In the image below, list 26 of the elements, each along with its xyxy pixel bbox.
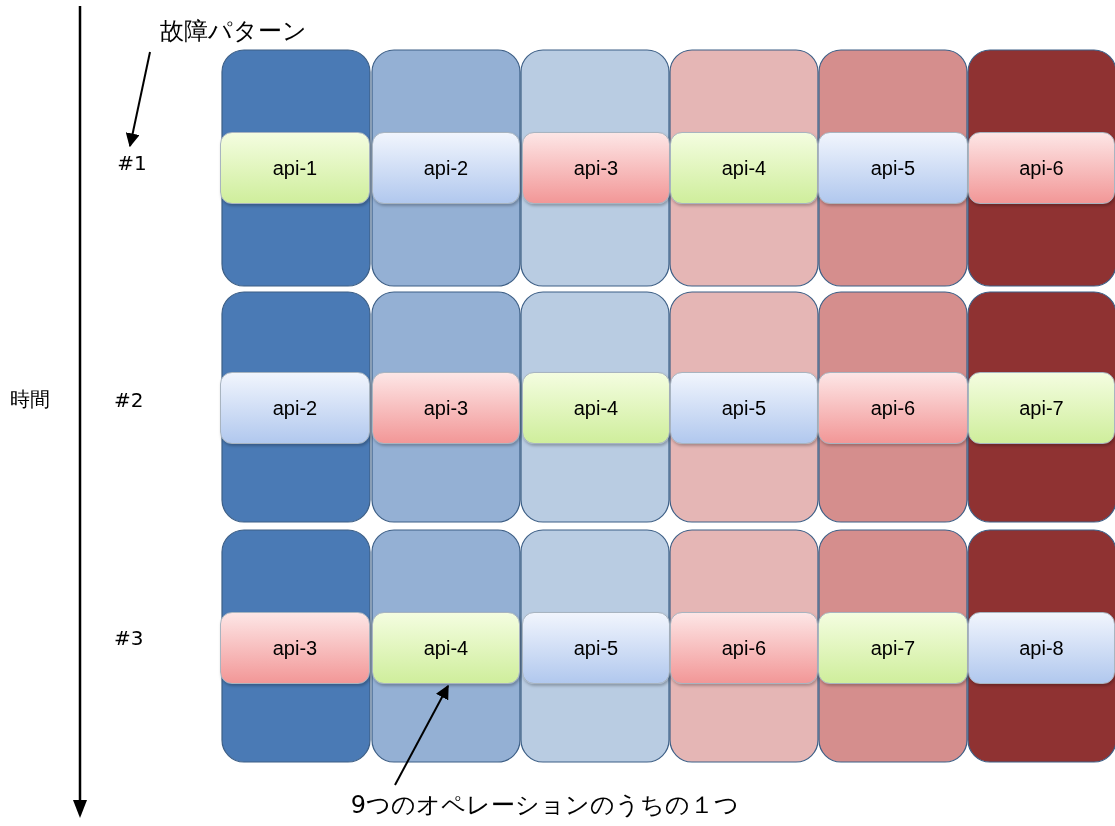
operation-box: api-2 — [372, 132, 520, 204]
operation-box: api-3 — [372, 372, 520, 444]
operation-box: api-2 — [220, 372, 370, 444]
operation-box: api-4 — [372, 612, 520, 684]
operation-box: api-3 — [220, 612, 370, 684]
annotation-text: 故障パターン — [159, 16, 307, 47]
operation-box: api-8 — [968, 612, 1115, 684]
operation-box: api-5 — [670, 372, 818, 444]
annotation-text: 9つのオペレーションのうちの１つ — [350, 790, 740, 821]
axis-label: 時間 — [10, 386, 50, 413]
operation-box: api-6 — [818, 372, 968, 444]
arrow — [394, 684, 449, 786]
operation-box: api-7 — [818, 612, 968, 684]
row-label: #2 — [114, 388, 144, 412]
operation-box: api-1 — [220, 132, 370, 204]
operation-box: api-3 — [522, 132, 670, 204]
operation-box: api-7 — [968, 372, 1115, 444]
operation-box: api-6 — [670, 612, 818, 684]
operation-box: api-4 — [522, 372, 670, 444]
operation-box: api-6 — [968, 132, 1115, 204]
row-label: #1 — [117, 151, 147, 175]
operation-box: api-4 — [670, 132, 818, 204]
arrow — [125, 51, 151, 148]
row-label: #3 — [114, 626, 144, 650]
operation-box: api-5 — [522, 612, 670, 684]
operation-box: api-5 — [818, 132, 968, 204]
